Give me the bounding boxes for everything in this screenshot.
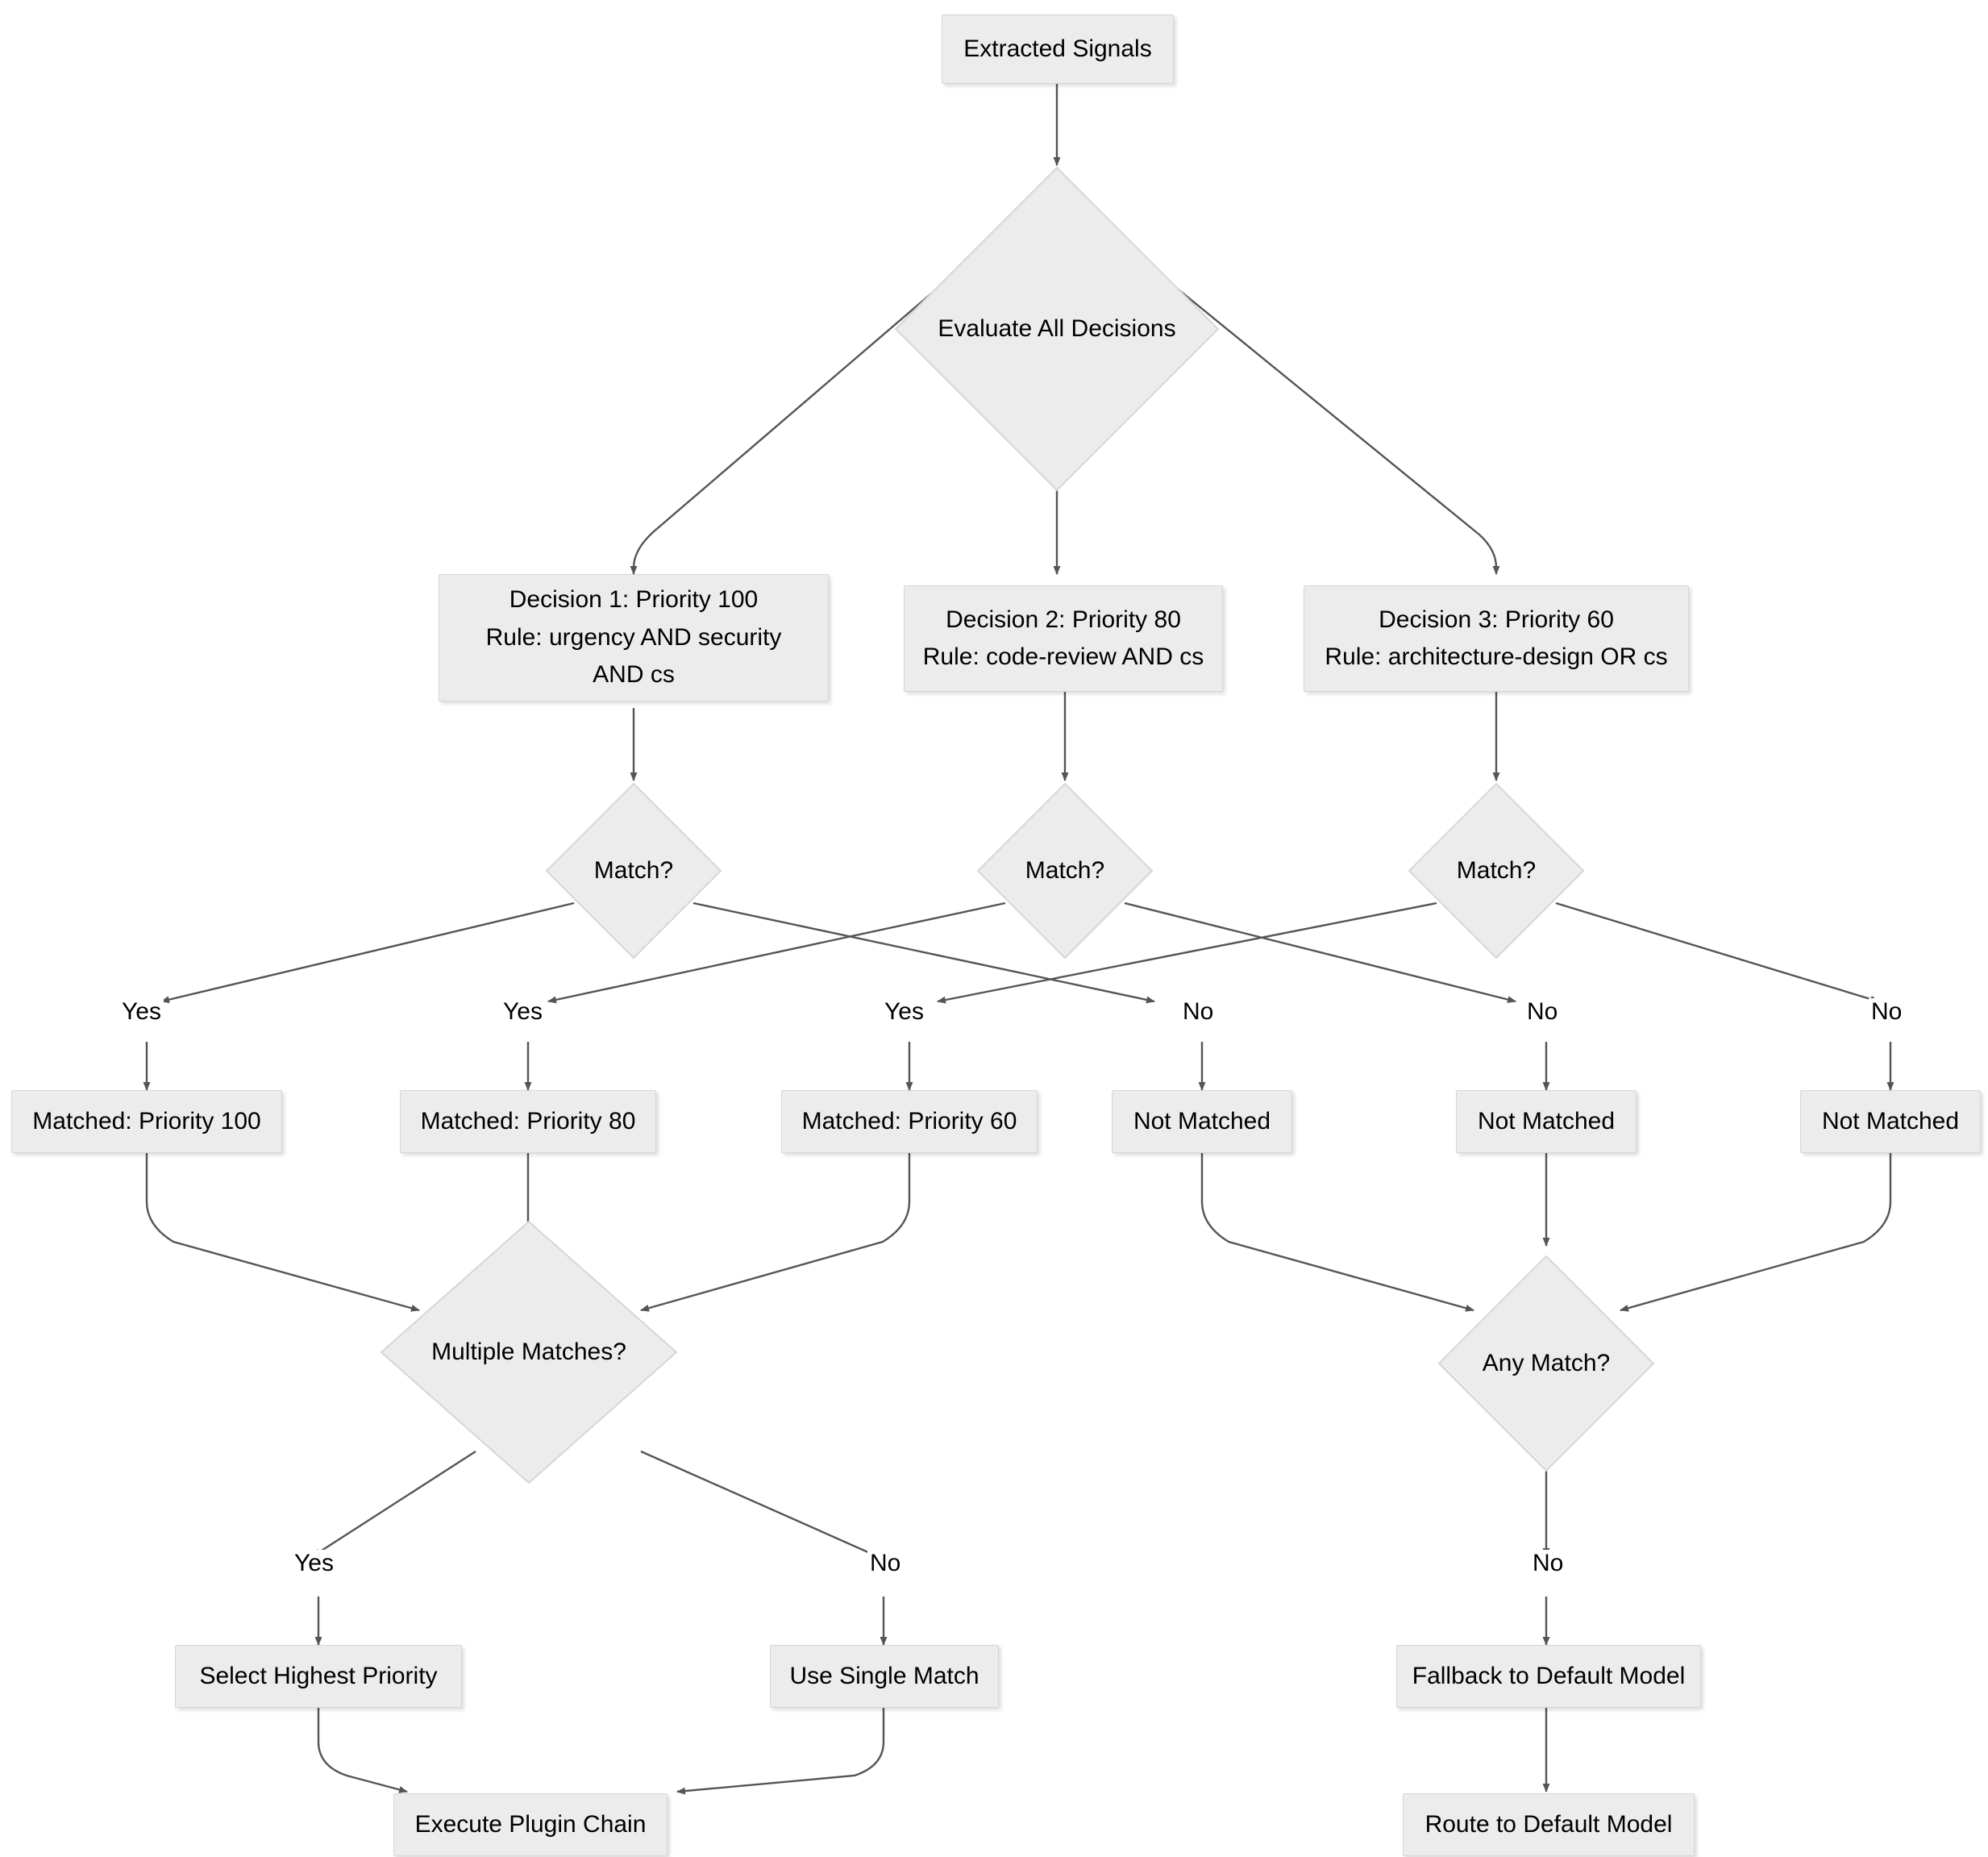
- node-label: Not Matched: [1477, 1107, 1616, 1135]
- node-label: Extracted Signals: [963, 35, 1152, 62]
- node-label: Not Matched: [1821, 1107, 1960, 1135]
- edge-usesingle-to-execute: [676, 1708, 885, 1795]
- node-matched-priority-100[interactable]: Matched: Priority 100: [11, 1090, 282, 1153]
- node-decision-1[interactable]: Decision 1: Priority 100 Rule: urgency A…: [439, 574, 829, 702]
- node-extracted-signals[interactable]: Extracted Signals: [942, 15, 1174, 84]
- node-label: Decision 1: Priority 100 Rule: urgency A…: [485, 586, 782, 689]
- node-label: Fallback to Default Model: [1412, 1662, 1686, 1689]
- edge-label-multiple-no: No: [867, 1550, 904, 1577]
- node-label: Use Single Match: [789, 1662, 979, 1689]
- node-label: Match?: [1025, 856, 1105, 884]
- node-decision-2[interactable]: Decision 2: Priority 80 Rule: code-revie…: [904, 585, 1223, 692]
- node-matched-priority-80[interactable]: Matched: Priority 80: [400, 1090, 656, 1153]
- node-label: Matched: Priority 60: [801, 1107, 1017, 1135]
- node-label: Select Highest Priority: [199, 1662, 438, 1689]
- edge-notmatched3-to-any: [1620, 1153, 1892, 1312]
- edge-label-match1-yes: Yes: [119, 998, 164, 1026]
- node-not-matched-2[interactable]: Not Matched: [1456, 1090, 1637, 1153]
- node-label: Decision 2: Priority 80 Rule: code-revie…: [922, 606, 1204, 671]
- edge-label-multiple-yes: Yes: [292, 1550, 336, 1577]
- node-label: Match?: [1456, 856, 1537, 884]
- edge-label-match2-yes: Yes: [501, 998, 545, 1026]
- node-use-single-match[interactable]: Use Single Match: [770, 1645, 999, 1708]
- node-label: Multiple Matches?: [431, 1338, 626, 1365]
- node-match-2[interactable]: Match?: [976, 782, 1154, 960]
- node-not-matched-1[interactable]: Not Matched: [1112, 1090, 1292, 1153]
- node-label: Matched: Priority 80: [420, 1107, 636, 1135]
- node-label: Route to Default Model: [1424, 1810, 1673, 1838]
- node-multiple-matches[interactable]: Multiple Matches?: [379, 1219, 679, 1485]
- diamond-shape: [380, 1220, 678, 1484]
- node-evaluate-all-decisions[interactable]: Evaluate All Decisions: [893, 165, 1221, 493]
- node-route-to-default-model[interactable]: Route to Default Model: [1403, 1793, 1695, 1856]
- node-matched-priority-60[interactable]: Matched: Priority 60: [781, 1090, 1038, 1153]
- node-label: Any Match?: [1482, 1349, 1611, 1376]
- node-any-match[interactable]: Any Match?: [1437, 1254, 1656, 1473]
- node-label: Evaluate All Decisions: [938, 314, 1176, 342]
- node-label: Match?: [593, 856, 674, 884]
- edge-label-match3-yes: Yes: [882, 998, 926, 1026]
- edge-match3-no: [1555, 901, 1879, 1003]
- edge-match1-yes: [160, 901, 575, 1004]
- node-match-3[interactable]: Match?: [1408, 782, 1585, 960]
- edge-label-any-no: No: [1530, 1550, 1566, 1577]
- edge-label-match1-no: No: [1180, 998, 1217, 1026]
- edge-matched60-to-multiple: [640, 1153, 911, 1312]
- edge-label-match3-no: No: [1869, 998, 1905, 1026]
- node-match-1[interactable]: Match?: [545, 782, 722, 960]
- edge-label-match2-no: No: [1524, 998, 1561, 1026]
- node-label: Decision 3: Priority 60 Rule: architectu…: [1325, 606, 1668, 671]
- node-label: Not Matched: [1133, 1107, 1271, 1135]
- node-fallback-to-default-model[interactable]: Fallback to Default Model: [1396, 1645, 1701, 1708]
- edge-select-to-execute: [317, 1708, 408, 1793]
- node-execute-plugin-chain[interactable]: Execute Plugin Chain: [393, 1793, 668, 1856]
- edge-notmatched1-to-any: [1200, 1153, 1474, 1312]
- node-label: Execute Plugin Chain: [414, 1810, 647, 1838]
- node-label: Matched: Priority 100: [32, 1107, 261, 1135]
- node-select-highest-priority[interactable]: Select Highest Priority: [175, 1645, 462, 1708]
- node-not-matched-3[interactable]: Not Matched: [1800, 1090, 1981, 1153]
- node-decision-3[interactable]: Decision 3: Priority 60 Rule: architectu…: [1304, 585, 1689, 692]
